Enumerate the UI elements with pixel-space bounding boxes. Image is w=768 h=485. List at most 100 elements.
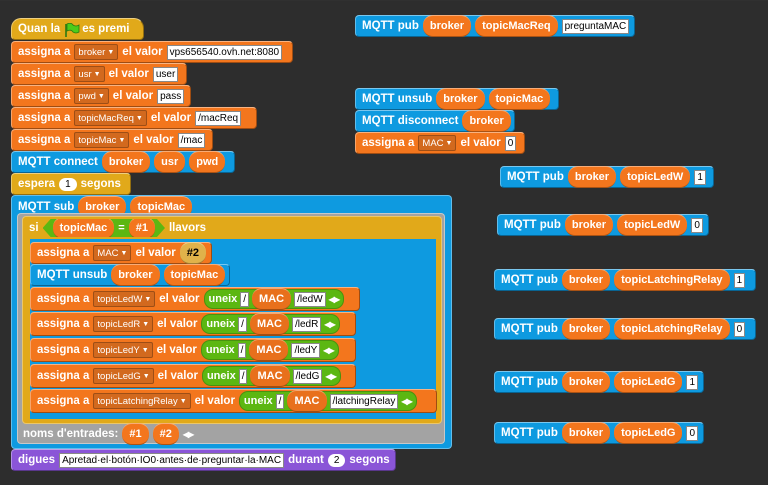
say-for-secs-block[interactable]: digues Apretad·el·botón·IO0·antes·de·pre… [11, 449, 396, 471]
broker-reporter[interactable]: broker [436, 88, 485, 110]
assign-topicledg-block[interactable]: assigna a topicLedG▼ el valor uneix / MA… [30, 364, 356, 388]
assign-topiclatchingrelay-block[interactable]: assigna a topicLatchingRelay▼ el valor u… [30, 389, 437, 413]
mqtt-pub-ledg-on-block[interactable]: MQTT pub broker topicLedG 1 [494, 371, 704, 393]
assign-usr-block[interactable]: assigna a usr▼ el valor user [11, 63, 187, 85]
broker-reporter[interactable]: broker [561, 318, 611, 340]
join-operator[interactable]: uneix / MAC /ledW ◀▶ [203, 288, 344, 310]
assign-topicmac-block[interactable]: assigna a topicMac▼ el valor /mac [11, 129, 213, 151]
topicmac-reporter[interactable]: topicMac [53, 217, 115, 239]
variable-dropdown[interactable]: pwd▼ [74, 88, 109, 104]
join-suffix-input[interactable]: /ledY [291, 342, 321, 358]
say-text-input[interactable]: Apretad·el·botón·IO0·antes·de·preguntar·… [59, 452, 285, 468]
broker-reporter[interactable]: broker [561, 371, 611, 393]
join-suffix-input[interactable]: /ledR [292, 316, 322, 332]
broker-reporter[interactable]: broker [567, 166, 617, 188]
topic-reporter[interactable]: topicLatchingRelay [614, 269, 730, 291]
variable-dropdown[interactable]: topicLedR▼ [93, 316, 154, 332]
assign-topicmacreq-block[interactable]: assigna a topicMacReq▼ el valor /macReq [11, 107, 257, 129]
usr-reporter[interactable]: usr [154, 151, 186, 173]
value-input[interactable]: user [152, 66, 179, 82]
join-operator[interactable]: uneix / MAC /ledR ◀▶ [201, 313, 340, 335]
broker-reporter[interactable]: broker [561, 269, 611, 291]
broker-reporter[interactable]: broker [462, 110, 511, 132]
broker-reporter[interactable]: broker [111, 264, 160, 286]
message-input[interactable]: 0 [733, 321, 746, 337]
mac-reporter[interactable]: MAC [287, 390, 327, 412]
mqtt-unsub-block[interactable]: MQTT unsub broker topicMac [355, 88, 559, 110]
assign-pwd-block[interactable]: assigna a pwd▼ el valor pass [11, 85, 191, 107]
join-suffix-input[interactable]: /latchingRelay [329, 393, 399, 409]
expand-arrows-icon[interactable]: ◀▶ [401, 396, 412, 406]
mqtt-pub-relay-off-block[interactable]: MQTT pub broker topicLatchingRelay 0 [494, 318, 756, 340]
wait-block[interactable]: espera 1 segons [11, 173, 131, 195]
value-input[interactable]: 0 [504, 135, 517, 151]
expand-arrows-icon[interactable]: ◀▶ [328, 294, 340, 304]
join-separator-input[interactable]: / [238, 368, 248, 384]
join-separator-input[interactable]: / [275, 393, 285, 409]
broker-reporter[interactable]: broker [101, 151, 151, 173]
expand-arrows-icon[interactable]: ◀▶ [323, 345, 334, 355]
topic-reporter[interactable]: topicLedW [620, 166, 691, 188]
assign-topicledw-block[interactable]: assigna a topicLedW▼ el valor uneix / MA… [30, 287, 360, 311]
message-input[interactable]: 1 [733, 272, 746, 288]
assign-mac-zero-block[interactable]: assigna a MAC▼ el valor 0 [355, 132, 525, 154]
mqtt-unsub-inner-block[interactable]: MQTT unsub broker topicMac [30, 264, 230, 286]
message-input[interactable]: 0 [691, 217, 703, 233]
variable-dropdown[interactable]: topicLedY▼ [93, 342, 153, 358]
mac-reporter[interactable]: MAC [252, 288, 292, 310]
topicmacreq-reporter[interactable]: topicMacReq [475, 15, 558, 37]
mqtt-pub-relay-on-block[interactable]: MQTT pub broker topicLatchingRelay 1 [494, 269, 756, 291]
mqtt-disconnect-block[interactable]: MQTT disconnect broker [355, 110, 515, 132]
when-flag-clicked-hat[interactable]: Quan la es premi [11, 18, 144, 40]
broker-reporter[interactable]: broker [564, 214, 614, 236]
wait-seconds-input[interactable]: 1 [59, 177, 77, 191]
assign-topicledr-block[interactable]: assigna a topicLedR▼ el valor uneix / MA… [30, 312, 356, 336]
equals-operator[interactable]: topicMac = #1 [43, 219, 165, 237]
variable-dropdown[interactable]: broker▼ [74, 44, 119, 60]
value-input[interactable]: /mac [177, 132, 206, 148]
broker-reporter[interactable]: broker [422, 15, 472, 37]
message-input[interactable]: 1 [686, 374, 699, 390]
expand-arrows-icon[interactable]: ◀▶ [324, 319, 335, 329]
topic-reporter[interactable]: topicLatchingRelay [614, 318, 730, 340]
variable-dropdown[interactable]: MAC▼ [418, 135, 457, 151]
topicmac-reporter[interactable]: topicMac [163, 264, 226, 286]
say-seconds-input[interactable]: 2 [327, 453, 346, 467]
variable-dropdown[interactable]: topicLatchingRelay▼ [93, 393, 191, 409]
join-operator[interactable]: uneix / MAC /ledY ◀▶ [200, 339, 339, 361]
expand-arrows-icon[interactable]: ◀▶ [182, 429, 194, 439]
value-input[interactable]: vps656540.ovh.net:8080 [166, 44, 283, 60]
topicmac-reporter[interactable]: topicMac [488, 88, 551, 110]
mac-reporter[interactable]: MAC [249, 339, 289, 361]
variable-dropdown[interactable]: topicMacReq▼ [74, 110, 147, 126]
variable-dropdown[interactable]: usr▼ [74, 66, 105, 82]
topic-reporter[interactable]: topicLedG [614, 371, 683, 393]
param-1-reporter[interactable]: #1 [122, 423, 149, 445]
assign-mac-block[interactable]: assigna a MAC▼ el valor #2 [30, 242, 212, 264]
param-2-reporter[interactable]: #2 [179, 242, 207, 264]
param-2-reporter[interactable]: #2 [152, 423, 179, 445]
mqtt-pub-ledw-off-block[interactable]: MQTT pub broker topicLedW 0 [497, 214, 709, 236]
variable-dropdown[interactable]: topicLedW▼ [93, 291, 156, 307]
join-separator-input[interactable]: / [238, 316, 247, 332]
variable-dropdown[interactable]: MAC▼ [93, 245, 132, 261]
variable-dropdown[interactable]: topicMac▼ [74, 132, 130, 148]
assign-topicledy-block[interactable]: assigna a topicLedY▼ el valor uneix / MA… [30, 338, 356, 362]
mqtt-pub-ledw-on-block[interactable]: MQTT pub broker topicLedW 1 [500, 166, 714, 188]
join-separator-input[interactable]: / [240, 291, 250, 307]
broker-reporter[interactable]: broker [561, 422, 611, 444]
pwd-reporter[interactable]: pwd [189, 151, 226, 173]
expand-arrows-icon[interactable]: ◀▶ [325, 371, 336, 381]
variable-dropdown[interactable]: topicLedG▼ [93, 368, 154, 384]
mqtt-connect-block[interactable]: MQTT connect broker usr pwd [11, 151, 235, 173]
value-input[interactable]: /macReq [195, 110, 242, 126]
join-operator[interactable]: uneix / MAC /ledG ◀▶ [201, 365, 341, 387]
join-separator-input[interactable]: / [237, 342, 247, 358]
mac-reporter[interactable]: MAC [249, 313, 289, 335]
topic-reporter[interactable]: topicLedG [614, 422, 683, 444]
mac-reporter[interactable]: MAC [250, 365, 290, 387]
join-suffix-input[interactable]: /ledW [294, 291, 326, 307]
mqtt-pub-ledg-off-block[interactable]: MQTT pub broker topicLedG 0 [494, 422, 704, 444]
message-input[interactable]: preguntaMAC [561, 18, 630, 34]
message-input[interactable]: 1 [694, 169, 706, 185]
